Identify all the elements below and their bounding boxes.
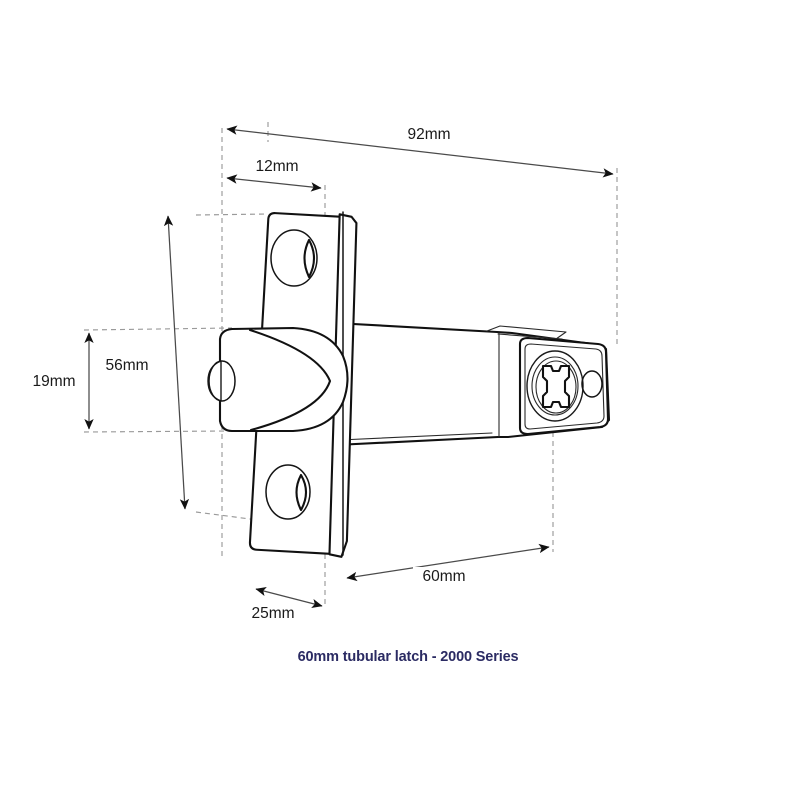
dimension-overall-length: 92mm — [226, 124, 614, 178]
dim-label-25mm: 25mm — [251, 605, 294, 622]
drawing-caption: 60mm tubular latch - 2000 Series — [298, 649, 519, 665]
dim-label-56mm: 56mm — [105, 357, 148, 374]
latch-bolt — [207, 326, 349, 433]
dim-label-92mm: 92mm — [407, 126, 450, 143]
dimension-backset: 60mm — [346, 543, 550, 587]
dim-label-19mm: 19mm — [32, 373, 75, 390]
dimension-latch-bolt-height: 19mm — [24, 332, 94, 430]
ext-faceplate-bottom — [195, 511, 259, 521]
ext-latch-bolt-bottom — [83, 430, 231, 433]
dim-label-12mm: 12mm — [255, 158, 298, 175]
screw-hole-bottom — [265, 464, 311, 520]
dimension-faceplate-height: 56mm — [94, 215, 190, 510]
dimension-faceplate-width: 25mm — [242, 586, 323, 624]
follower-hole — [581, 370, 603, 398]
screw-hole-top — [270, 229, 318, 287]
ext-latch-bolt-top — [83, 327, 233, 331]
ext-faceplate-top — [195, 213, 269, 216]
dim-label-60mm: 60mm — [422, 568, 465, 585]
dimension-faceplate-thickness: 12mm — [226, 157, 322, 192]
spindle-hole — [526, 350, 584, 422]
